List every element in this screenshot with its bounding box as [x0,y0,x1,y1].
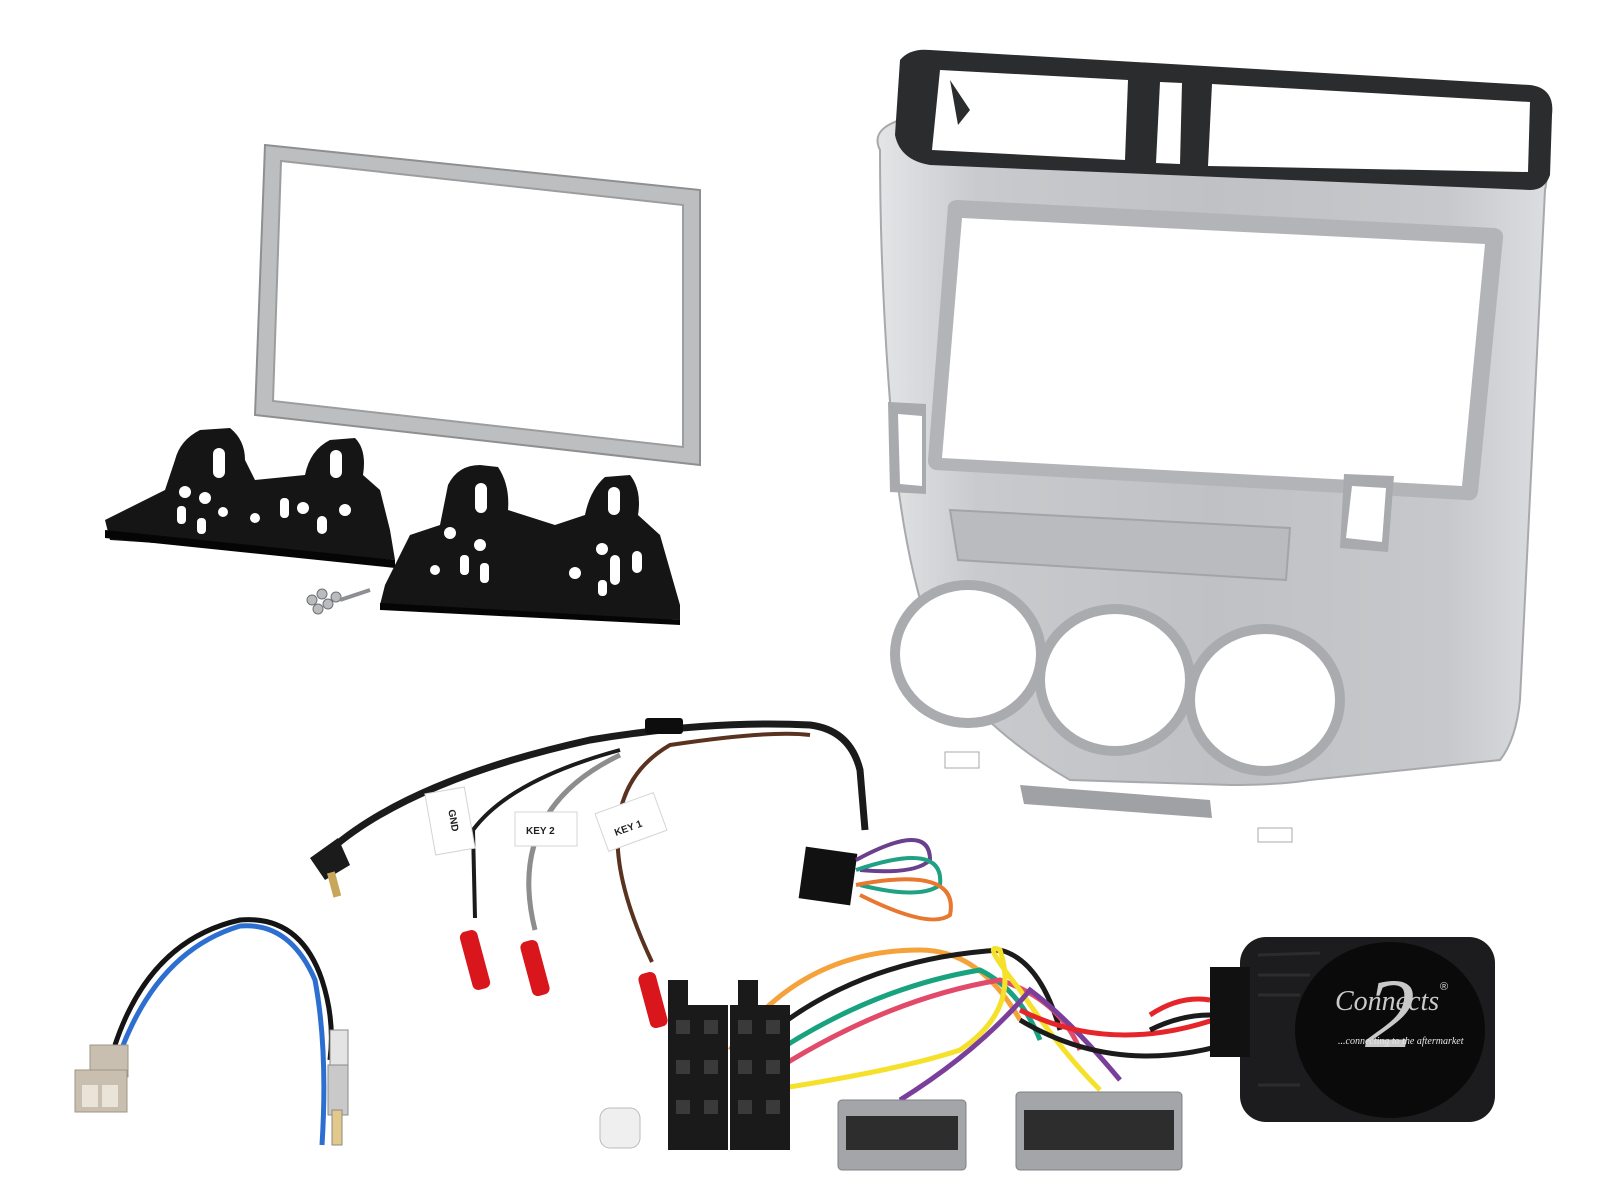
svg-text:KEY 2: KEY 2 [526,826,555,837]
steering-control-lead: GND KEY 2 KEY 1 [290,690,970,1029]
brand-name: Connects [1335,986,1439,1017]
mounting-bracket-left [105,420,405,570]
iso-harness [599,930,1241,1171]
brand-tagline: ...connecting to the aftermarket [1338,1036,1464,1047]
tag-key-2: KEY 2 [514,811,578,847]
interface-box: 2 Connects ® ...connecting to the afterm… [1148,935,1500,1125]
registered-mark: ® [1440,981,1448,993]
fixing-screws [300,582,380,617]
svg-text:GND: GND [445,809,460,833]
tag-key-1: KEY 1 [594,791,668,853]
mounting-bracket-right [380,455,690,625]
antenna-adapter [60,900,380,1160]
trim-ring [253,143,715,467]
facia-panel [840,40,1560,843]
brand-numeral: 2 [1365,958,1415,1069]
tag-gnd: GND [424,786,476,856]
